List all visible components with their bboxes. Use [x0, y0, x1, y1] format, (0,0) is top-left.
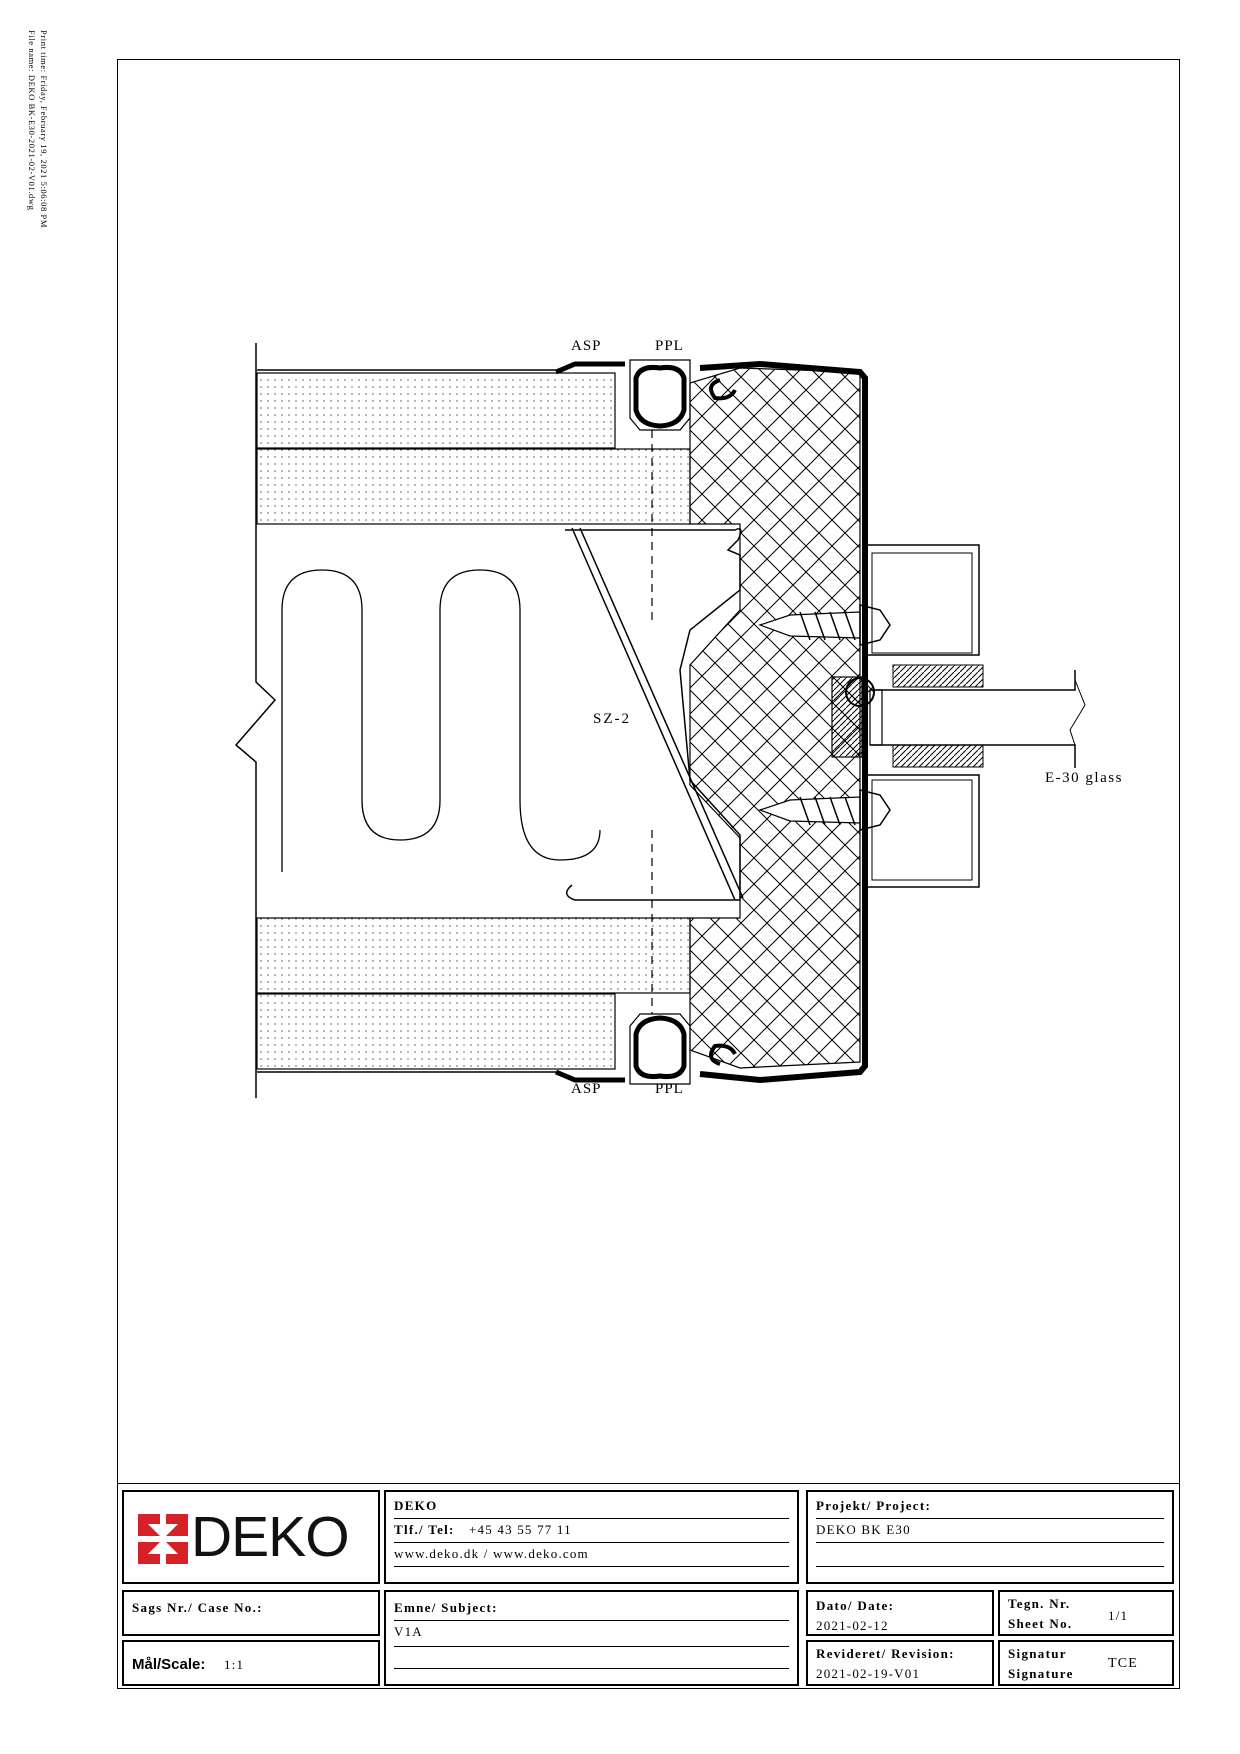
revision-value: 2021-02-19-V01: [816, 1666, 921, 1681]
tel-label: Tlf./ Tel:: [394, 1522, 455, 1537]
top-insulation: [256, 369, 691, 525]
subject-value: V1A: [394, 1624, 423, 1639]
subject-label: Emne/ Subject:: [394, 1600, 498, 1615]
glazing-bead-bottom: [863, 774, 980, 888]
sheet-label-2: Sheet No.: [1008, 1616, 1073, 1631]
project-box: Projekt/ Project: DEKO BK E30: [806, 1490, 1174, 1584]
signature-value: TCE: [1108, 1656, 1139, 1671]
website: www.deko.dk / www.deko.com: [394, 1546, 589, 1561]
wave-insulation: [281, 569, 601, 872]
signature-label-2: Signature: [1008, 1666, 1074, 1681]
sheet-box: Tegn. Nr. Sheet No. 1/1: [998, 1590, 1174, 1636]
screw-top: [758, 604, 891, 646]
sz2-label: SZ-2: [593, 711, 631, 727]
frame-core: [689, 367, 861, 1069]
company-box: DEKO Tlf./ Tel: +45 43 55 77 11 www.deko…: [384, 1490, 799, 1584]
company-name: DEKO: [394, 1498, 438, 1513]
screw-bottom: [758, 789, 891, 831]
logo-box: DEKO: [122, 1490, 380, 1584]
asp-label-bottom: ASP: [571, 1081, 602, 1097]
steel-profile: [699, 360, 868, 1084]
ppl-seal-top: [629, 359, 737, 431]
date-label: Dato/ Date:: [816, 1598, 895, 1613]
sheet-value: 1/1: [1108, 1608, 1129, 1623]
title-block: [117, 1483, 1180, 1689]
bottom-insulation: [256, 917, 691, 1073]
scale-value: 1:1: [224, 1657, 245, 1672]
tel-value: +45 43 55 77 11: [469, 1522, 572, 1537]
logo-text: DEKO: [191, 1505, 350, 1569]
date-box: Dato/ Date: 2021-02-12: [806, 1590, 994, 1636]
signature-label-1: Signatur: [1008, 1646, 1067, 1661]
signature-box: Signatur Signature TCE: [998, 1640, 1174, 1686]
ppl-label-top: PPL: [655, 338, 684, 354]
e30-glass-pane: [831, 664, 1086, 768]
case-label: Sags Nr./ Case No.:: [132, 1600, 263, 1615]
ppl-seal-bottom: [629, 1013, 737, 1085]
break-line: [234, 343, 277, 1098]
scale-label: Mål/Scale:: [132, 1656, 206, 1673]
sheet-label-1: Tegn. Nr.: [1008, 1596, 1071, 1611]
ppl-label-bottom: PPL: [655, 1081, 684, 1097]
revision-label: Revideret/ Revision:: [816, 1646, 955, 1661]
date-value: 2021-02-12: [816, 1618, 889, 1633]
case-box: Sags Nr./ Case No.:: [122, 1590, 380, 1636]
scale-box: Mål/Scale: 1:1: [122, 1640, 380, 1686]
deko-logo-icon: [138, 1514, 188, 1564]
subject-box: Emne/ Subject: V1A: [384, 1590, 799, 1686]
revision-box: Revideret/ Revision: 2021-02-19-V01: [806, 1640, 994, 1686]
project-value: DEKO BK E30: [816, 1522, 911, 1537]
glazing-bead-top: [863, 544, 980, 656]
e30-glass-label: E-30 glass: [1045, 770, 1123, 786]
sz2-profile: [565, 528, 742, 901]
project-label: Projekt/ Project:: [816, 1498, 932, 1513]
asp-label-top: ASP: [571, 338, 602, 354]
